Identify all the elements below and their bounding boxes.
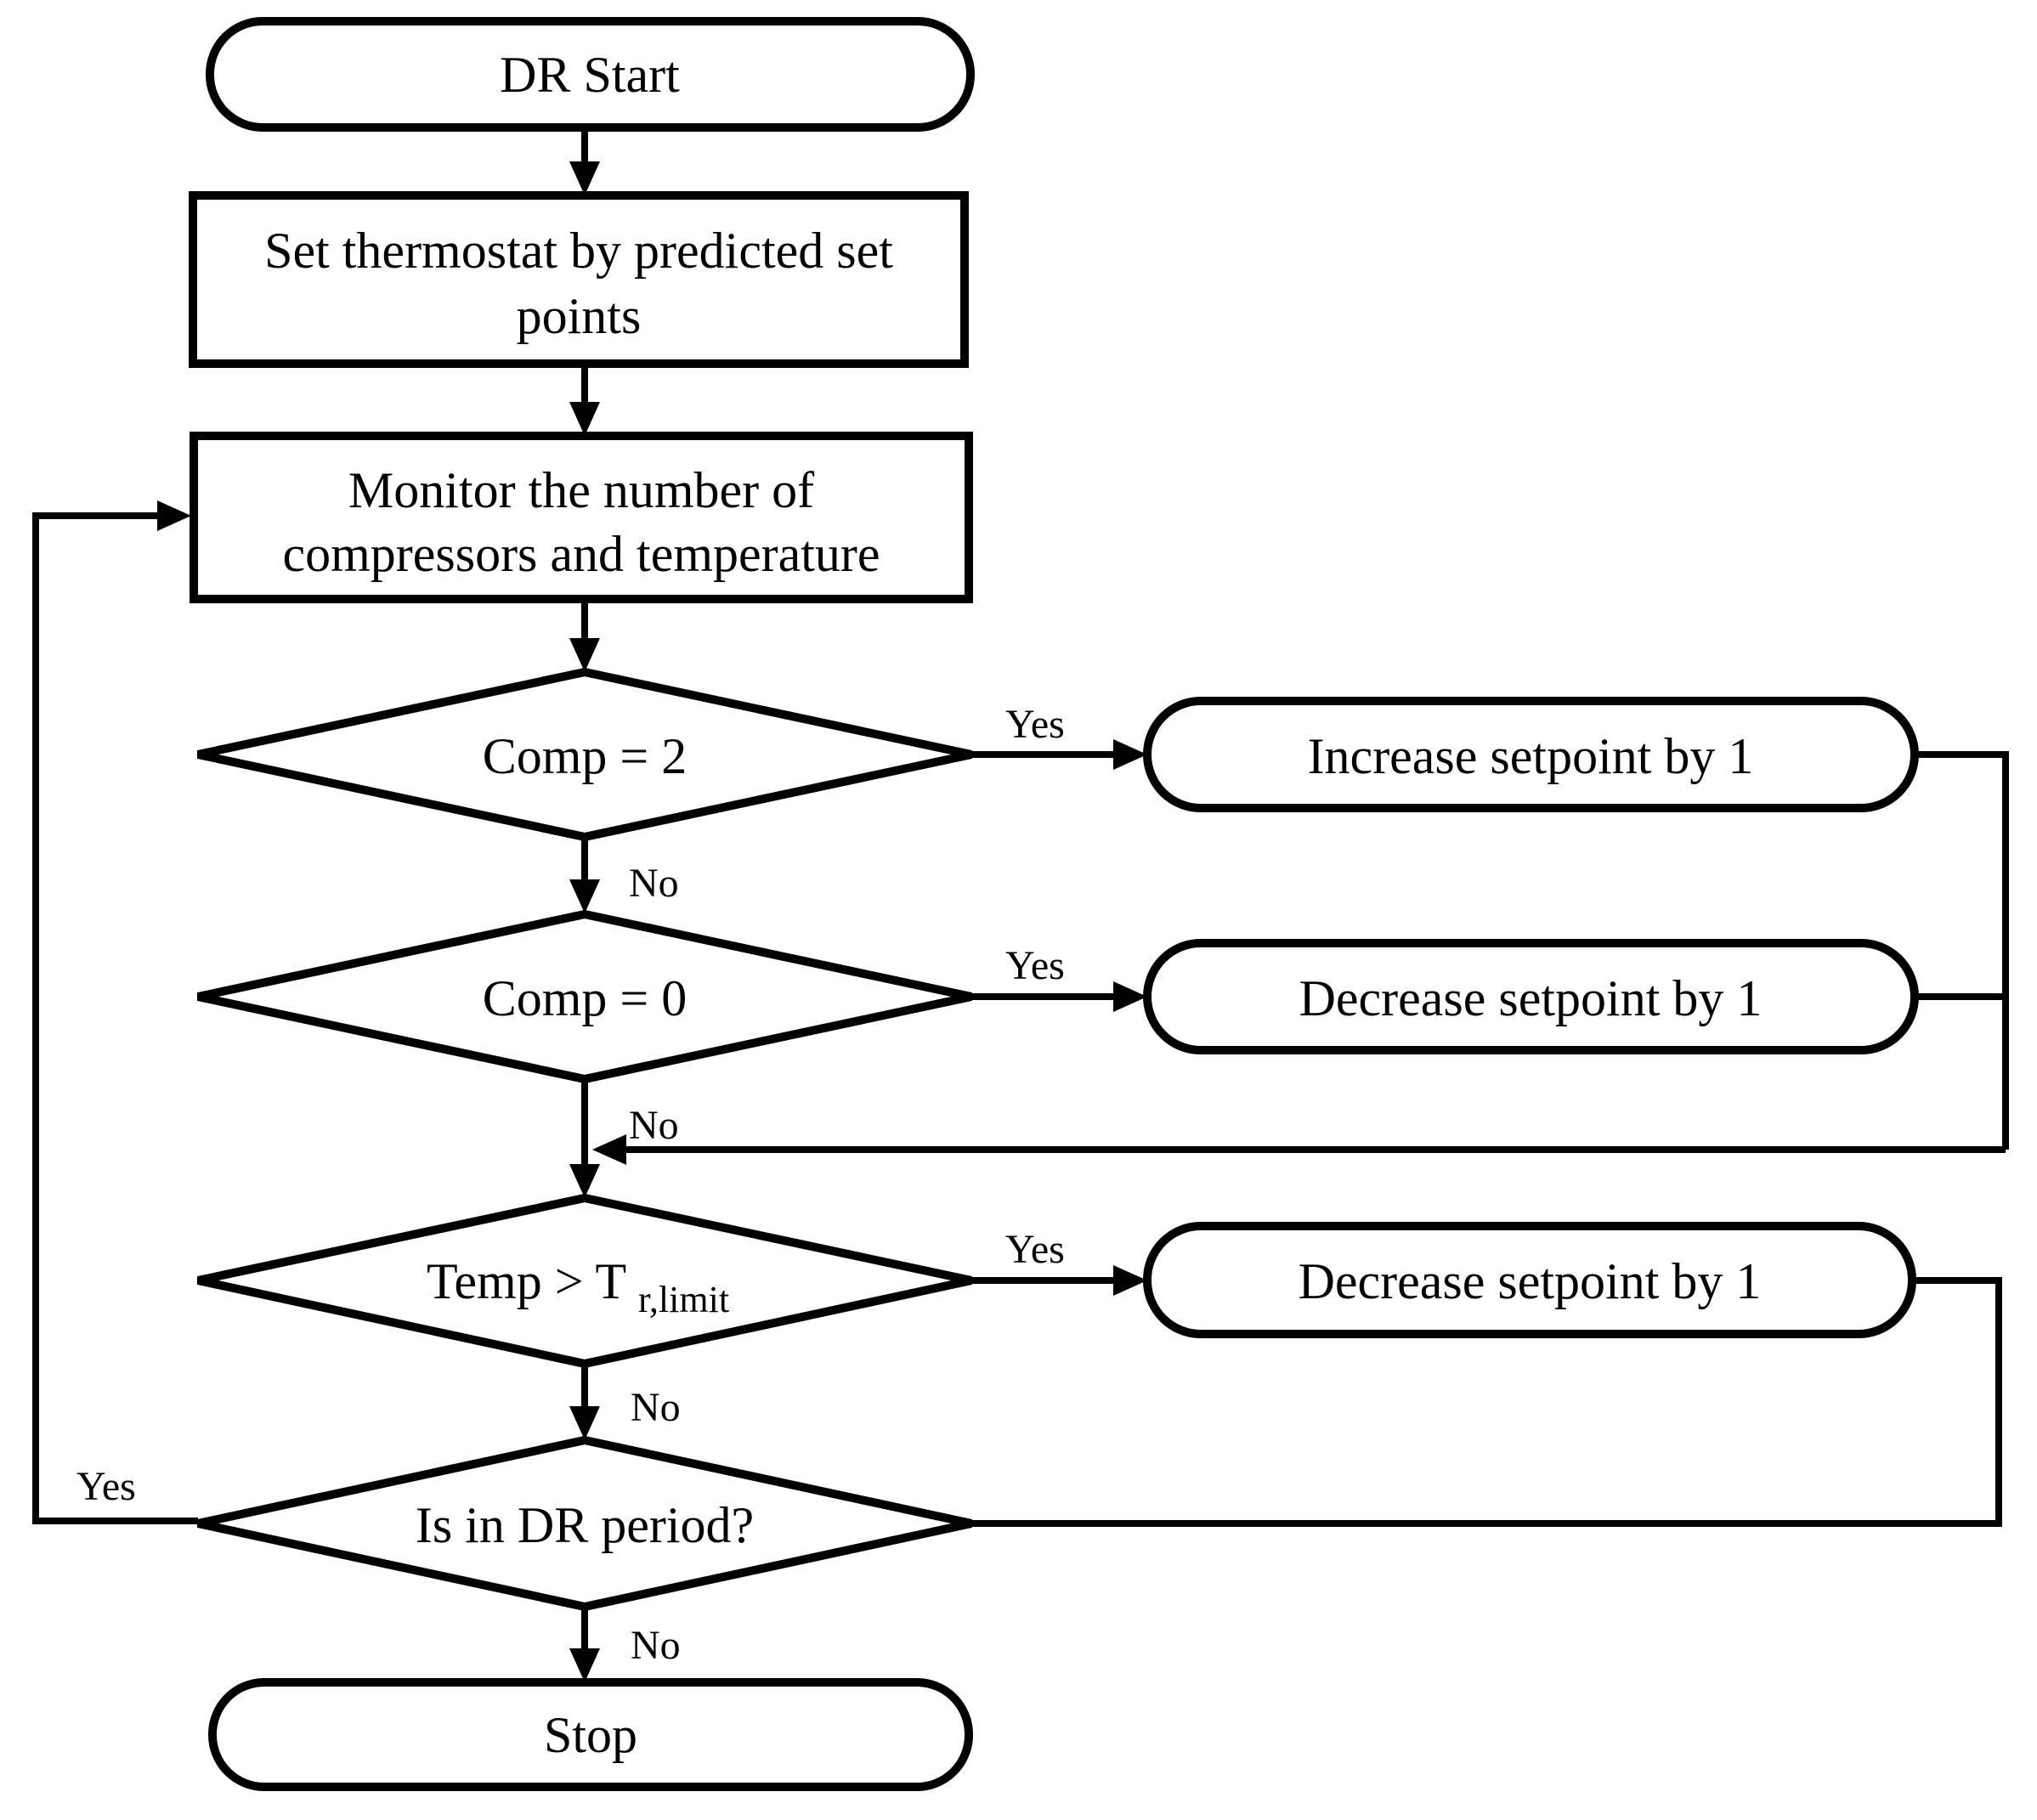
start-node-label: DR Start [500, 47, 680, 103]
monitor-node: Monitor the number of compressors and te… [190, 432, 973, 603]
monitor-line1: Monitor the number of [348, 462, 814, 518]
decrease-setpoint-node-2: Decrease setpoint by 1 [1143, 1222, 1916, 1338]
arrow-right-icon [1113, 739, 1147, 770]
start-node: DR Start [206, 17, 975, 132]
comp0-no-label: No [629, 1103, 679, 1148]
edge-set-to-monitor [569, 364, 600, 436]
edge-comp0-yes [971, 981, 1147, 1012]
monitor-line2: compressors and temperature [282, 526, 880, 582]
edge-temp-no [569, 1364, 600, 1440]
temp-yes-label: Yes [1005, 1227, 1065, 1272]
arrow-down-icon [569, 879, 600, 913]
edge-start-to-set [569, 127, 600, 195]
arrow-right-icon [1113, 981, 1147, 1012]
edge-increase-feedback [1915, 751, 2009, 1150]
increase-setpoint-label: Increase setpoint by 1 [1308, 728, 1754, 784]
edge-monitor-to-comp2 [569, 599, 600, 672]
arrow-down-icon [569, 1406, 600, 1440]
comp0-decision-node: Comp = 0 [196, 909, 973, 1084]
set-thermostat-node: Set thermostat by predicted set points [189, 191, 969, 368]
comp0-label: Comp = 0 [483, 970, 687, 1026]
edge-merge-to-spine [592, 1134, 2006, 1165]
dr-period-yes-label: Yes [76, 1464, 136, 1509]
arrow-down-icon [569, 402, 600, 436]
arrow-left-icon [592, 1134, 626, 1165]
decrease-setpoint-1-label: Decrease setpoint by 1 [1299, 970, 1763, 1026]
temp-decision-node: Temp > T r,limit [196, 1193, 973, 1369]
stop-node-label: Stop [544, 1707, 637, 1763]
edge-temp-yes [971, 1265, 1147, 1296]
edge-drperiod-yes-loop [32, 500, 198, 1524]
set-thermostat-line1: Set thermostat by predicted set [264, 223, 893, 279]
arrow-down-icon [569, 638, 600, 672]
arrow-down-icon [569, 1648, 600, 1682]
edge-comp0-no [569, 1079, 600, 1198]
comp2-decision-node: Comp = 2 [196, 667, 973, 842]
svg-text:Temp > T r,limit: Temp > T r,limit [427, 1253, 729, 1320]
decrease-setpoint-node-1: Decrease setpoint by 1 [1143, 939, 1919, 1054]
comp2-label: Comp = 2 [483, 728, 687, 784]
comp0-yes-label: Yes [1005, 943, 1065, 988]
arrow-down-icon [569, 1164, 600, 1198]
set-thermostat-line2: points [517, 288, 642, 344]
temp-no-label: No [631, 1385, 681, 1430]
edge-comp2-yes [971, 739, 1147, 770]
edge-comp2-no [569, 837, 600, 913]
temp-label-subscript: r,limit [638, 1279, 729, 1320]
edge-drperiod-no [569, 1607, 600, 1682]
arrow-down-icon [569, 161, 600, 195]
comp2-yes-label: Yes [1005, 702, 1065, 747]
dr-period-no-label: No [631, 1623, 681, 1668]
temp-label-main: Temp > T [427, 1253, 626, 1309]
increase-setpoint-node: Increase setpoint by 1 [1143, 697, 1919, 812]
decrease-setpoint-2-label: Decrease setpoint by 1 [1299, 1253, 1762, 1309]
arrow-right-icon [157, 500, 191, 531]
dr-period-decision-node: Is in DR period? [196, 1435, 973, 1612]
dr-period-label: Is in DR period? [416, 1497, 754, 1553]
arrow-right-icon [1113, 1265, 1147, 1296]
stop-node: Stop [208, 1678, 973, 1791]
comp2-no-label: No [629, 861, 679, 906]
edge-decrease2-to-drperiod [971, 1277, 2002, 1527]
